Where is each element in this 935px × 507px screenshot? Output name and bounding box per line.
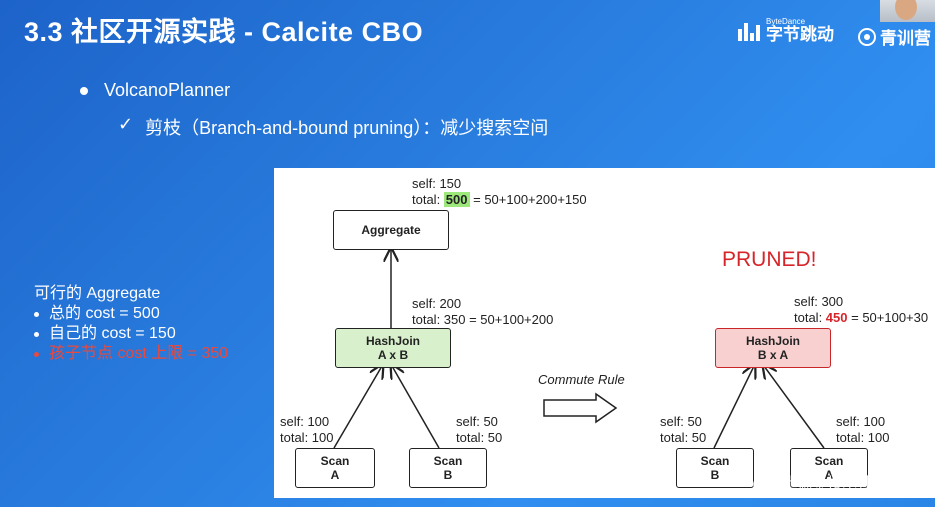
hashjoin-right-self-label: self: 300 [794,294,844,309]
scan-a-total-label: total: 100 [280,430,334,445]
bullet-volcano-planner: VolcanoPlanner [80,80,230,101]
scan-b-self-label: self: 50 [456,414,498,429]
qingxun-logo: 青训营 [858,24,931,49]
list-item-highlight: 孩子节点 cost 上限 = 350 [34,344,228,364]
bytedance-logo-text: 字节跳动 [766,25,834,44]
aggregate-node: Aggregate [333,210,449,250]
scan-a-right-self-label: self: 100 [836,414,886,429]
scan-a-self-label: self: 100 [280,414,330,429]
bullet-pruning: ✓ 剪枝（Branch-and-bound pruning）：减少搜索空间 [118,114,548,140]
list-item: 总的 cost = 500 [34,304,228,324]
hashjoin-self-label: self: 200 [412,296,462,311]
pruned-label: PRUNED! [722,248,817,271]
list-item: 自己的 cost = 150 [34,324,228,344]
plan-diagram: self: 150 total: 500 = 50+100+200+150 Ag… [274,168,935,498]
slide-title: 3.3 社区开源实践 - Calcite CBO [24,17,424,47]
bullet-dot-icon [80,86,88,95]
bytedance-logo-subtext: ByteDance [766,17,806,26]
watermark: @稀土掘金技术社区 [752,475,888,492]
scan-b-total-label: total: 50 [456,430,503,445]
hashjoin-right-total-label: total: 450 = 50+100+30 [794,310,929,325]
aggregate-total-label: total: 500 = 50+100+200+150 [412,192,587,207]
bytedance-logo: ByteDance 字节跳动 [738,18,834,43]
hashjoin-total-label: total: 350 = 50+100+200 [412,312,554,327]
aggregate-self-label: self: 150 [412,176,462,191]
bullet-sub-text: 剪枝（Branch-and-bound pruning）：减少搜索空间 [145,118,549,138]
bullet-main-text: VolcanoPlanner [104,80,231,100]
aggregate-cost-notes: 可行的 Aggregate 总的 cost = 500 自己的 cost = 1… [34,284,228,364]
side-title: 可行的 Aggregate [34,285,161,302]
edge-scan-b-to-hashjoin-right [713,366,754,449]
webcam-overlay [880,0,935,22]
edge-scan-b-to-hashjoin [392,366,440,449]
bytedance-logo-icon [738,21,760,41]
scan-b-right-self-label: self: 50 [660,414,702,429]
commute-rule-label: Commute Rule [538,372,625,387]
diagram-edges [333,168,825,449]
edge-scan-a-to-hashjoin-right [764,366,825,449]
scan-b-right-total-label: total: 50 [660,430,707,445]
qingxun-logo-icon [858,27,876,46]
scan-a-right-total-label: total: 100 [836,430,890,445]
commute-arrow-icon [543,392,618,424]
aggregate-total-value: 500 [443,192,470,207]
edge-scan-a-to-hashjoin [333,366,382,449]
qingxun-logo-text: 青训营 [880,29,931,48]
checkmark-icon: ✓ [118,114,134,134]
hashjoin-right-total-value: 450 [825,310,848,325]
